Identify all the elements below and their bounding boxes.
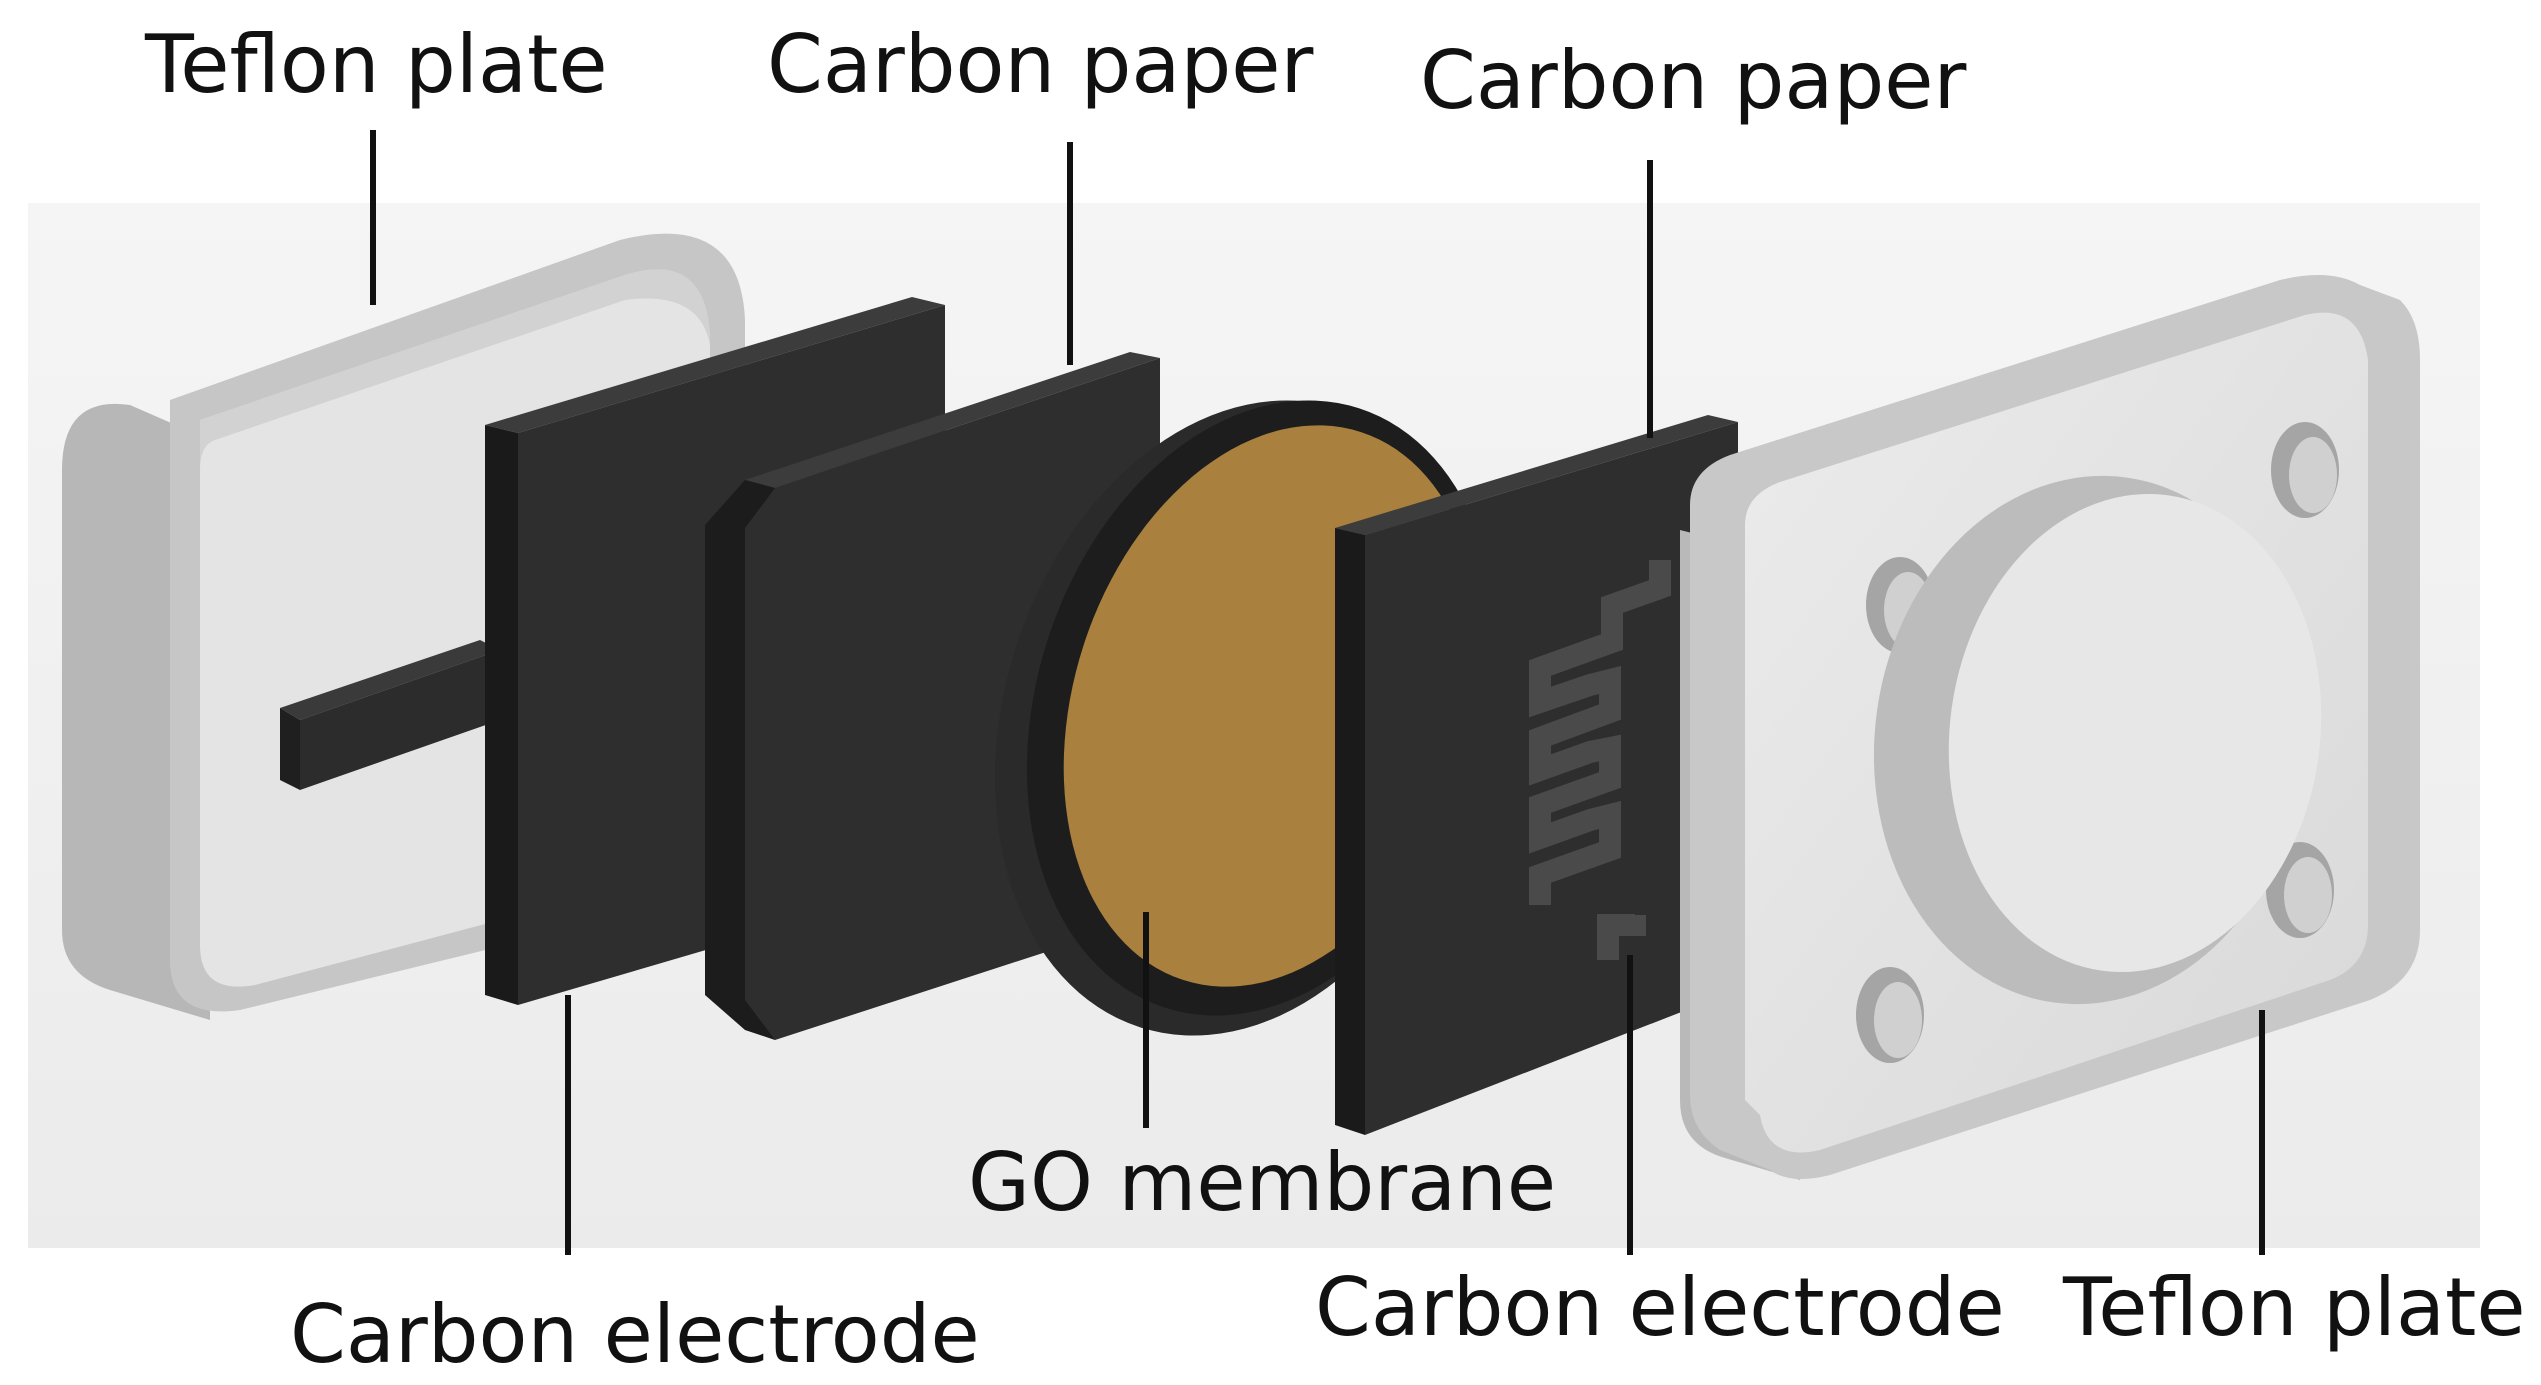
label-go-membrane: GO membrane: [968, 1136, 1556, 1229]
label-teflon-plate-left: Teflon plate: [144, 18, 608, 111]
label-teflon-plate-right: Teflon plate: [2062, 1261, 2526, 1354]
label-carbon-paper-left: Carbon paper: [767, 18, 1313, 111]
leader-lines: [370, 130, 2265, 1255]
label-carbon-paper-right: Carbon paper: [1420, 34, 1966, 127]
label-carbon-electrode-left: Carbon electrode: [290, 1288, 980, 1381]
carbon-electrode-right: [1335, 415, 1738, 1135]
label-carbon-electrode-right: Carbon electrode: [1315, 1261, 2005, 1354]
teflon-plate-right: [1680, 275, 2420, 1180]
